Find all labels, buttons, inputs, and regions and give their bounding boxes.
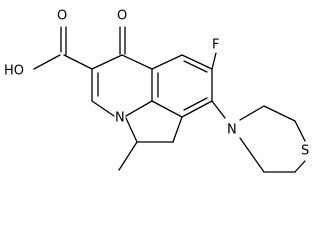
- background: [0, 0, 336, 202]
- bond-c-upper-c: [263, 105, 296, 122]
- bond-c3-c4: [91, 54, 123, 70]
- bond-layer: [33, 26, 306, 173]
- bond-c8a-n: [125, 100, 153, 117]
- bond-c4-c4a: [121, 54, 153, 70]
- bond-s-c-lower: [294, 160, 306, 173]
- bond-ch2-c8: [172, 116, 183, 143]
- atom-label-fluorine: F: [212, 38, 219, 53]
- bond-c7-c8: [181, 100, 213, 118]
- atom-label-ring-nitrogen: N: [115, 111, 125, 126]
- bond-c-upper-s: [294, 120, 306, 142]
- bond-c7-c8-inner: [183, 97, 208, 111]
- bond-chme-methyl: [118, 141, 138, 171]
- bond-c7-n-morph: [211, 100, 226, 119]
- bond-nm-c-upper: [239, 105, 265, 121]
- atom-label-sulfur: S: [301, 144, 309, 159]
- atom-label-hydroxyl: HO: [4, 64, 24, 79]
- chemical-structure-diagram: HO O O F N N S: [0, 0, 336, 202]
- bond-c6-f: [211, 52, 217, 70]
- atom-label-carboxyl-oxygen: O: [57, 9, 67, 24]
- bond-ho-c: [33, 54, 61, 70]
- atom-label-ketone-oxygen: O: [117, 9, 127, 24]
- bond-c8-c8a: [151, 100, 183, 118]
- bond-c-lower-nm: [239, 137, 265, 173]
- bond-c5-c6: [181, 54, 213, 70]
- bond-c4a-c5: [151, 54, 183, 70]
- atom-label-layer: HO O O F N N S: [4, 9, 309, 159]
- bond-n-c2: [91, 100, 115, 117]
- bond-carboxyl-ring: [63, 54, 93, 70]
- bond-c5-c6-inner: [183, 60, 208, 73]
- bond-n-chme: [125, 117, 138, 143]
- atom-label-morpholine-nitrogen: N: [227, 123, 237, 138]
